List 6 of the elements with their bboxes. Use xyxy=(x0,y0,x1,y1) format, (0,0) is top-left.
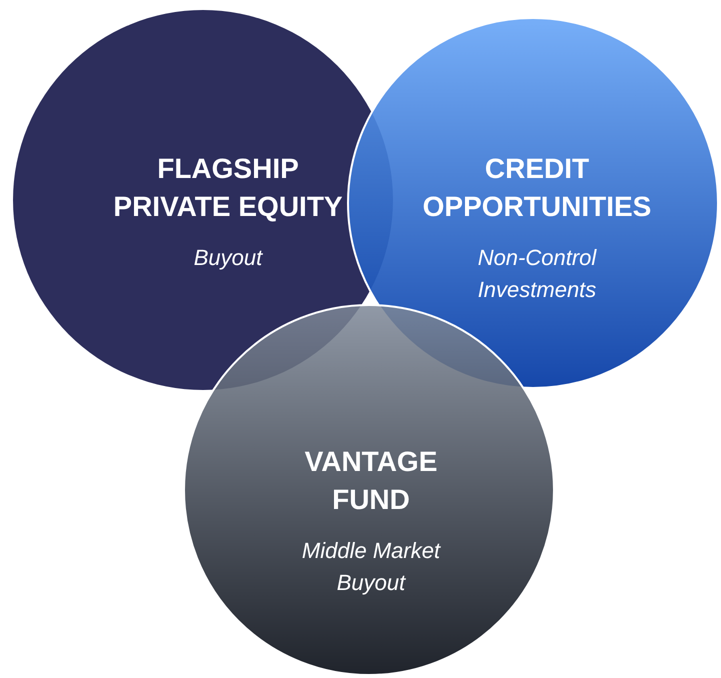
circle-subtitle: Buyout xyxy=(192,244,264,272)
circle-heading: CREDIT OPPORTUNITIES xyxy=(422,152,652,224)
circle-heading: VANTAGE FUND xyxy=(304,445,438,517)
circle-heading: FLAGSHIP PRIVATE EQUITY xyxy=(112,152,344,224)
circle-subtitle: Non-Control Investments xyxy=(476,244,598,304)
circle-subtitle: Middle Market Buyout xyxy=(300,537,442,597)
